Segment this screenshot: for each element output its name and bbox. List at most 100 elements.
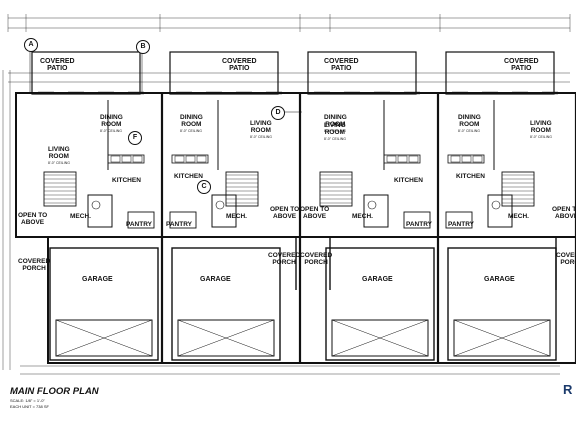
garage-outline xyxy=(49,247,159,361)
pantry xyxy=(445,211,473,229)
patio-outline xyxy=(31,51,141,95)
garage-door xyxy=(177,319,275,357)
cabinet xyxy=(132,155,143,163)
room-label-kitchen: KITCHEN xyxy=(112,177,141,184)
stair-outline xyxy=(43,171,77,207)
corner-logo-fragment: R xyxy=(563,382,573,397)
room-label-pantry: PANTRY xyxy=(126,221,152,228)
pantry xyxy=(127,211,155,229)
water-heater-icon xyxy=(215,200,225,210)
cabinet xyxy=(110,155,121,163)
ceiling-note: 8'-0" CEILING xyxy=(180,129,202,133)
ceiling-note: 8'-0" CEILING xyxy=(458,129,480,133)
garage-door-x xyxy=(55,319,153,357)
scale-note: SCALE: 1/8" = 1'-0" xyxy=(10,398,45,403)
cabinet xyxy=(185,155,196,163)
garage-door xyxy=(331,319,429,357)
stair-outline xyxy=(225,171,259,207)
garage-door xyxy=(453,319,551,357)
grid-tag-f: F xyxy=(128,131,142,145)
room-label-mech: MECH. xyxy=(70,213,91,220)
room-label-mech: MECH. xyxy=(508,213,529,220)
garage-door-x xyxy=(177,319,275,357)
cabinet xyxy=(461,155,472,163)
room-label-mech: MECH. xyxy=(352,213,373,220)
kitchen-counter xyxy=(447,154,485,164)
cabinet xyxy=(196,155,207,163)
ceiling-note: 8'-0" CEILING xyxy=(324,129,346,133)
garage-door xyxy=(55,319,153,357)
mech-room xyxy=(211,194,237,228)
grid-tag-b: B xyxy=(136,40,150,54)
garage-outline xyxy=(447,247,557,361)
cabinet xyxy=(450,155,461,163)
room-label-garage: GARAGE xyxy=(200,276,231,283)
pantry xyxy=(403,211,431,229)
ceiling-note: 8'-0" CEILING xyxy=(530,135,552,139)
room-label-pantry: PANTRY xyxy=(406,221,432,228)
garage-door-x xyxy=(331,319,429,357)
cabinet xyxy=(121,155,132,163)
patio-outline xyxy=(445,51,555,95)
garage-door-x xyxy=(453,319,551,357)
mech-room xyxy=(87,194,113,228)
grid-tag-c: C xyxy=(197,180,211,194)
water-heater-icon xyxy=(367,200,377,210)
room-label-kitchen: KITCHEN xyxy=(174,173,203,180)
grid-tag-a: A xyxy=(24,38,38,52)
room-label-pantry: PANTRY xyxy=(448,221,474,228)
kitchen-counter xyxy=(171,154,209,164)
patio-outline xyxy=(169,51,279,95)
water-heater-icon xyxy=(491,200,501,210)
cabinet xyxy=(472,155,483,163)
ceiling-note: 8'-0" CEILING xyxy=(250,135,272,139)
room-label-kitchen: KITCHEN xyxy=(456,173,485,180)
grid-tag-d: D xyxy=(271,106,285,120)
mech-room xyxy=(487,194,513,228)
cabinet xyxy=(174,155,185,163)
cabinet xyxy=(386,155,397,163)
plan-title: MAIN FLOOR PLAN xyxy=(10,386,99,397)
room-label-garage: GARAGE xyxy=(82,276,113,283)
garage-outline xyxy=(171,247,281,361)
kitchen-counter xyxy=(383,154,421,164)
room-label-garage: GARAGE xyxy=(484,276,515,283)
room-label-garage: GARAGE xyxy=(362,276,393,283)
stair-outline xyxy=(501,171,535,207)
cabinet xyxy=(408,155,419,163)
room-label-mech: MECH. xyxy=(226,213,247,220)
area-note: EACH UNIT = 738 SF xyxy=(10,404,49,409)
ceiling-note: 8'-0" CEILING xyxy=(324,137,346,141)
water-heater-icon xyxy=(91,200,101,210)
kitchen-counter xyxy=(107,154,145,164)
mech-room xyxy=(363,194,389,228)
stair-outline xyxy=(319,171,353,207)
cabinet xyxy=(397,155,408,163)
patio-outline xyxy=(307,51,417,95)
ceiling-note: 8'-0" CEILING xyxy=(48,161,70,165)
room-label-kitchen: KITCHEN xyxy=(394,177,423,184)
garage-outline xyxy=(325,247,435,361)
